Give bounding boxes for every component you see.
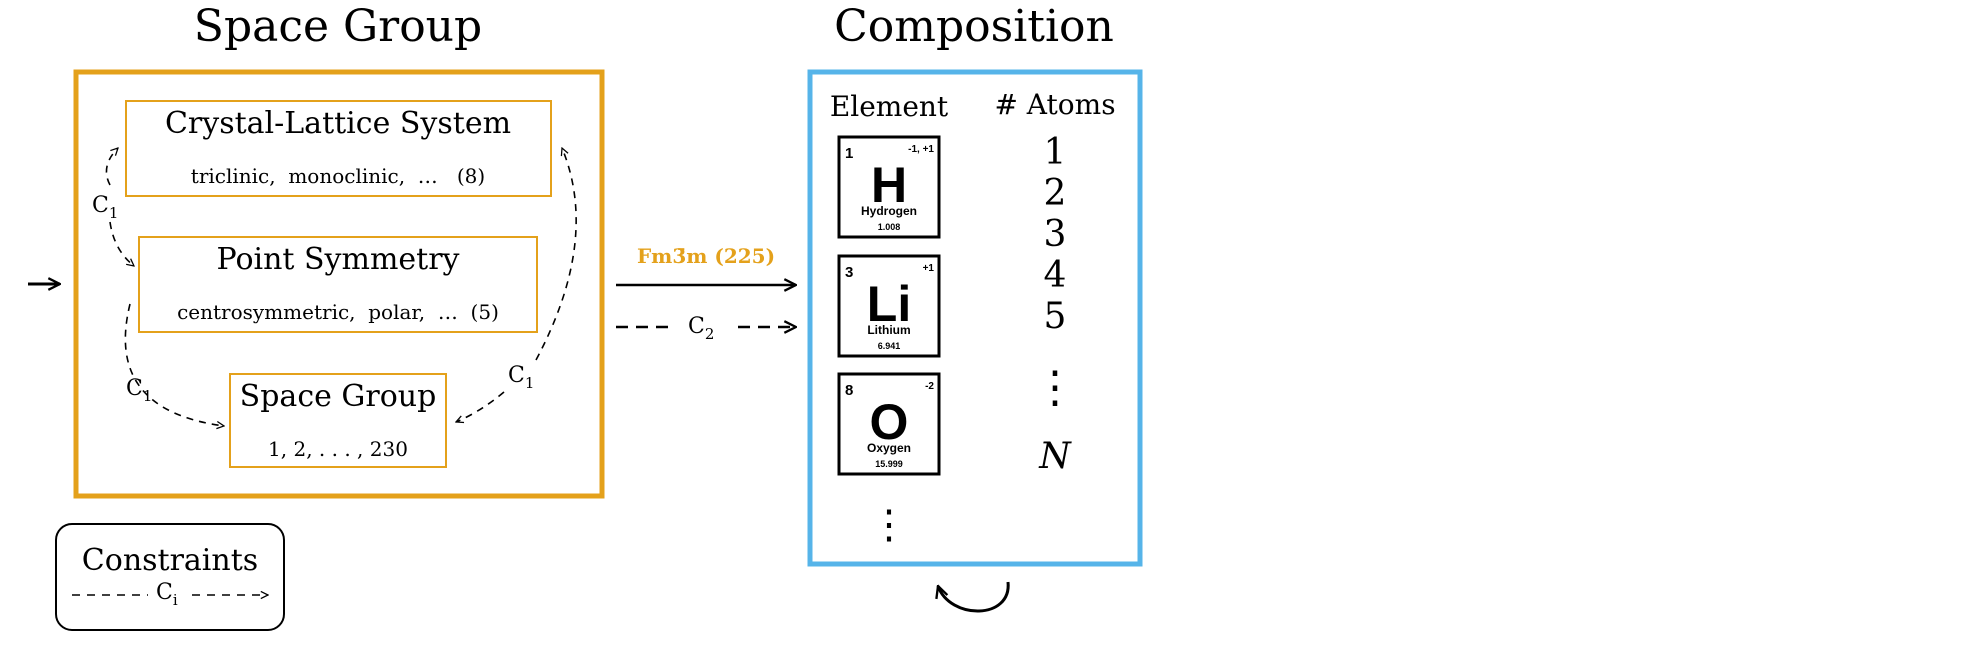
element-symbol: Li bbox=[867, 276, 911, 332]
element-tile-oxygen: 8 -2 O Oxygen 15.999 bbox=[837, 372, 941, 476]
element-ellipsis: ⋮ bbox=[869, 502, 909, 548]
space-group-panel bbox=[73, 69, 605, 499]
atom-ellipsis: ⋮ bbox=[1033, 362, 1077, 413]
constraint-label-c1-right: C1 bbox=[508, 363, 534, 392]
constraints-legend-title: Constraints bbox=[82, 543, 258, 578]
transition-label: Fm3̄m (225) bbox=[637, 244, 775, 268]
element-oxidation: +1 bbox=[923, 263, 935, 274]
atoms-column-header: # Atoms bbox=[994, 88, 1115, 121]
atom-count: 2 bbox=[1044, 173, 1067, 214]
atom-count-last: N bbox=[1038, 436, 1072, 477]
element-number: 3 bbox=[845, 264, 853, 281]
element-column-header: Element bbox=[830, 90, 949, 123]
element-symbol: O bbox=[870, 394, 909, 450]
constraint-arc-right bbox=[535, 148, 577, 361]
element-number: 8 bbox=[845, 382, 853, 399]
transition-dashed-label: C2 bbox=[688, 314, 714, 343]
atom-count: 3 bbox=[1044, 214, 1067, 255]
crystal-lattice-box: Crystal-Lattice System triclinic, monocl… bbox=[125, 100, 552, 197]
space-group-title: Space Group bbox=[194, 1, 482, 52]
constraints-legend-label: Ci bbox=[156, 580, 178, 609]
constraint-arc-left-top bbox=[105, 148, 118, 186]
element-tile-lithium: 3 +1 Li Lithium 6.941 bbox=[837, 254, 941, 358]
constraint-label-c1-left-top: C1 bbox=[92, 193, 118, 222]
point-symmetry-subtitle: centrosymmetric, polar, … (5) bbox=[177, 300, 499, 324]
point-symmetry-title: Point Symmetry bbox=[216, 242, 459, 277]
element-mass: 6.941 bbox=[878, 341, 901, 351]
element-mass: 1.008 bbox=[878, 222, 901, 232]
space-group-box: Space Group 1, 2, . . . , 230 bbox=[229, 373, 447, 468]
loop-arrow-icon bbox=[938, 581, 1010, 613]
point-symmetry-box: Point Symmetry centrosymmetric, polar, …… bbox=[138, 236, 538, 333]
constraint-arc-left-mid bbox=[109, 221, 134, 266]
crystal-lattice-subtitle: triclinic, monoclinic, … (8) bbox=[191, 164, 485, 188]
element-symbol: H bbox=[871, 157, 907, 213]
space-group-box-title: Space Group bbox=[240, 379, 437, 414]
element-name: Hydrogen bbox=[861, 204, 917, 218]
element-mass: 15.999 bbox=[875, 459, 903, 469]
element-name: Oxygen bbox=[867, 441, 911, 455]
atom-count: 5 bbox=[1044, 296, 1067, 337]
space-group-box-subtitle: 1, 2, . . . , 230 bbox=[268, 437, 408, 461]
element-tile-hydrogen: 1 -1, +1 H Hydrogen 1.008 bbox=[837, 135, 941, 239]
composition-panel bbox=[807, 69, 1143, 567]
constraints-legend: Constraints Ci bbox=[55, 523, 285, 631]
crystal-lattice-title: Crystal-Lattice System bbox=[165, 106, 511, 141]
atom-count: 1 bbox=[1044, 132, 1067, 173]
element-number: 1 bbox=[845, 145, 853, 162]
constraint-arc-right-bottom bbox=[456, 391, 505, 422]
element-oxidation: -1, +1 bbox=[908, 144, 934, 155]
element-name: Lithium bbox=[867, 323, 910, 337]
composition-title: Composition bbox=[834, 1, 1114, 52]
atom-count: 4 bbox=[1044, 255, 1067, 296]
constraint-label-c1-left-bottom: C1 bbox=[126, 376, 152, 405]
element-oxidation: -2 bbox=[925, 381, 934, 392]
